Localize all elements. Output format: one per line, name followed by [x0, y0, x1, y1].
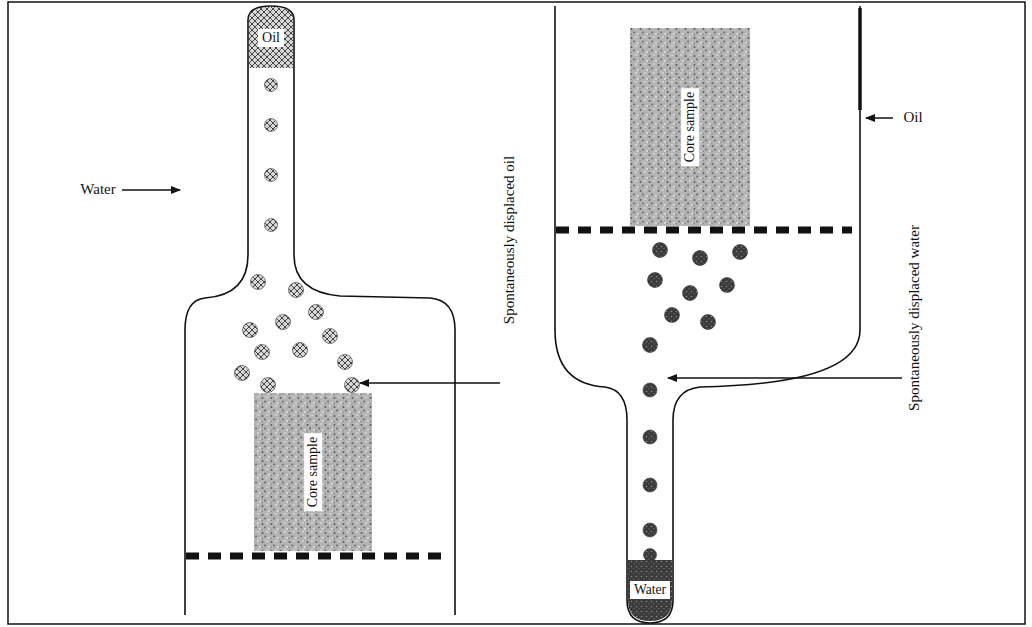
node-label: Water — [630, 581, 670, 599]
droplet — [643, 383, 657, 397]
droplet — [265, 219, 278, 232]
droplet — [276, 315, 291, 330]
bottle-wall — [858, 8, 862, 110]
bottle-outline — [555, 6, 860, 623]
fluid-label: Oil — [901, 109, 924, 126]
droplet — [243, 323, 258, 338]
water-cap — [628, 560, 672, 621]
droplet — [251, 275, 266, 290]
droplet — [643, 338, 658, 353]
droplet — [643, 430, 657, 444]
droplet — [255, 345, 270, 360]
droplet — [643, 523, 657, 537]
mesh-support — [556, 227, 852, 234]
leader-line — [122, 189, 180, 191]
core-texture — [254, 393, 372, 551]
droplet — [309, 305, 324, 320]
oil-droplets — [235, 79, 360, 393]
leader-line — [668, 377, 902, 379]
droplet — [648, 273, 663, 288]
droplet — [653, 243, 668, 258]
droplet — [235, 366, 250, 381]
core-sample: Core sample — [630, 28, 750, 226]
droplet — [338, 355, 353, 370]
oil-cap — [249, 7, 293, 68]
droplet — [265, 119, 278, 132]
droplet — [720, 278, 735, 293]
droplet — [265, 79, 278, 92]
droplet — [701, 315, 716, 330]
droplet — [261, 378, 276, 393]
droplet — [683, 286, 698, 301]
callout-text: Spontaneously displaced oil — [501, 154, 518, 326]
droplet — [665, 308, 680, 323]
droplet — [693, 251, 708, 266]
mesh-support — [186, 553, 445, 560]
callout-text: Spontaneously displaced water — [906, 223, 923, 413]
leader-line — [360, 382, 500, 384]
droplet — [643, 478, 657, 492]
frame — [8, 2, 1025, 624]
fluid-label: Water — [78, 181, 117, 198]
node-label: Core sample — [304, 433, 322, 511]
droplet — [289, 283, 304, 298]
droplet — [293, 343, 308, 358]
droplet — [345, 378, 360, 393]
droplet — [265, 169, 278, 182]
core-sample: Core sample — [254, 393, 372, 551]
droplet — [733, 245, 748, 260]
core-sample: Water — [628, 560, 672, 620]
bottle-outline — [185, 6, 455, 615]
core-sample: Oil — [249, 8, 293, 68]
water-droplets — [643, 243, 748, 562]
node-label: Oil — [258, 29, 284, 47]
node-label: Core sample — [681, 88, 699, 166]
core-texture — [630, 28, 750, 226]
droplet — [644, 549, 657, 562]
droplet — [323, 329, 338, 344]
leader-line — [866, 117, 893, 119]
